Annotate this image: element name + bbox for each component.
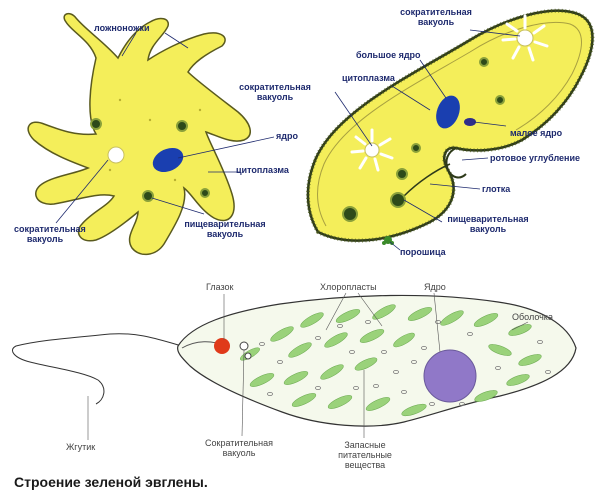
label-amoeba-digestive-vacuole: пищеварительная вакуоль: [184, 219, 266, 239]
paramecium: [305, 8, 595, 251]
paramecium-food-vacuole: [390, 192, 406, 208]
label-euglena-nucleus: Ядро: [424, 282, 446, 292]
label-membrane: Оболочка: [512, 312, 553, 322]
euglena-chloroplasts: [240, 304, 542, 417]
amoeba-food-vacuole: [90, 118, 102, 130]
label-amoeba-contractile-vacuole: сократительная вакуоль: [14, 224, 86, 244]
amoeba-food-vacuole: [176, 120, 188, 132]
paramecium-food-vacuole: [411, 143, 421, 153]
paramecium-micronucleus: [464, 118, 476, 126]
paramecium-oral-groove: [445, 147, 467, 179]
paramecium-contractile-vacuole: [350, 128, 394, 172]
euglena-eyespot: [214, 338, 230, 354]
label-pharynx: глотка: [482, 184, 511, 194]
label-eyespot: Глазок: [206, 282, 234, 292]
label-paramecium-cytoplasm: цитоплазма: [342, 73, 395, 83]
amoeba-nucleus: [152, 147, 184, 173]
label-paramecium-contractile-vacuole: сократительная вакуоль: [239, 82, 311, 102]
euglena-nucleus: [423, 349, 477, 403]
label-pseudopods: ложноножки: [94, 23, 150, 33]
label-euglena-contractile-vacuole: Сократительная вакуоль: [205, 438, 273, 458]
label-oral-groove: ротовое углубление: [490, 153, 581, 163]
label-macronucleus: большое ядро: [356, 50, 421, 60]
label-paramecium-digestive-vacuole: пищеварительная вакуоль: [447, 214, 529, 234]
euglena: [12, 292, 577, 440]
label-paramecium-contractile-vacuole-top: сократительная вакуоль: [400, 7, 472, 27]
amoeba-contractile-vacuole: [107, 146, 125, 164]
amoeba-body: [27, 12, 251, 256]
label-chloroplasts: Хлоропласты: [320, 282, 377, 292]
euglena-reserve-granules: [259, 319, 551, 406]
euglena-flagellum: [12, 333, 183, 405]
label-micronucleus: малое ядро: [510, 128, 563, 138]
label-reserve-nutrients: Запасные питательные вещества: [338, 440, 392, 470]
label-amoeba-cytoplasm: цитоплазма: [236, 165, 289, 175]
paramecium-food-vacuole: [396, 168, 408, 180]
amoeba-food-vacuole: [142, 190, 154, 202]
amoeba: [27, 12, 275, 256]
amoeba-food-vacuole: [200, 188, 210, 198]
paramecium-food-vacuole: [479, 57, 489, 67]
label-amoeba-nucleus: ядро: [276, 131, 298, 141]
label-pore: порошица: [400, 247, 446, 257]
paramecium-pharynx: [403, 163, 451, 197]
paramecium-food-vacuole: [342, 206, 358, 222]
paramecium-macronucleus: [436, 95, 460, 129]
paramecium-food-vacuole: [495, 95, 505, 105]
label-flagellum: Жгутик: [66, 442, 96, 452]
euglena-contractile-vacuole: [239, 341, 249, 351]
figure-caption: Строение зеленой эвглены.: [14, 474, 208, 490]
paramecium-contractile-vacuole-top: [501, 14, 549, 62]
